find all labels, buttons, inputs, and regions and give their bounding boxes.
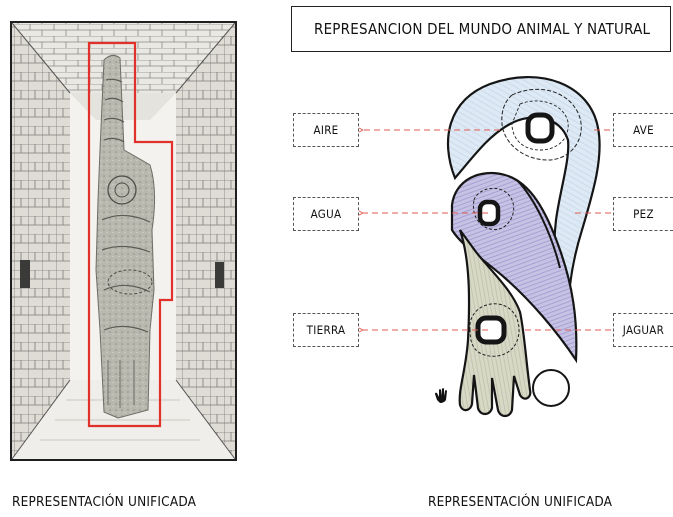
label-tierra: TIERRA xyxy=(293,313,359,347)
label-jaguar: JAGUAR xyxy=(613,313,673,347)
monolith-red-outline xyxy=(87,41,174,428)
stone-monolith xyxy=(95,54,156,419)
connector-lines xyxy=(363,130,613,330)
circle-shape xyxy=(532,369,570,407)
label-agua: AGUA xyxy=(293,197,359,231)
right-caption: REPRESENTACIÓN UNIFICADA xyxy=(428,494,612,510)
animal-figure xyxy=(435,76,601,418)
diagram-title: REPRESANCION DEL MUNDO ANIMAL Y NATURAL xyxy=(291,6,671,52)
label-jaguar-text: JAGUAR xyxy=(622,323,665,337)
diagram-title-text: REPRESANCION DEL MUNDO ANIMAL Y NATURAL xyxy=(314,20,651,38)
left-caption: REPRESENTACIÓN UNIFICADA xyxy=(12,494,196,510)
label-aire-text: AIRE xyxy=(313,123,339,137)
label-pez-text: PEZ xyxy=(633,207,654,221)
right-caption-text: REPRESENTACIÓN UNIFICADA xyxy=(428,494,613,510)
label-agua-text: AGUA xyxy=(310,207,342,221)
label-pez: PEZ xyxy=(613,197,673,231)
monolith-illustration xyxy=(10,21,237,461)
hand-cursor-icon xyxy=(435,388,447,403)
label-ave: AVE xyxy=(613,113,673,147)
left-caption-text: REPRESENTACIÓN UNIFICADA xyxy=(12,494,197,510)
label-ave-text: AVE xyxy=(633,123,654,137)
label-tierra-text: TIERRA xyxy=(306,323,346,337)
label-aire: AIRE xyxy=(293,113,359,147)
